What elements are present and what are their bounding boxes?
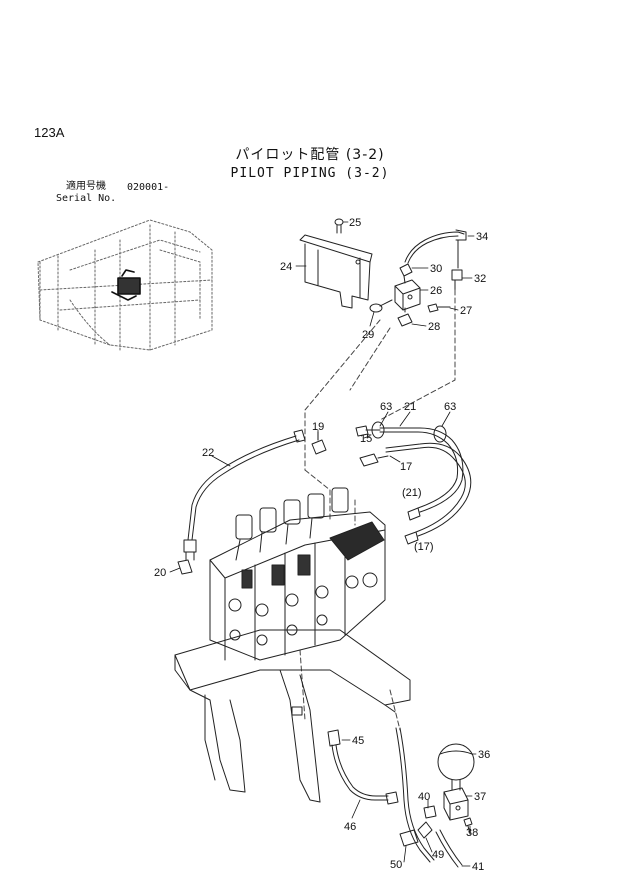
callout-19: 19: [312, 421, 324, 433]
callout-28: 28: [428, 321, 440, 333]
clamp-50: [399, 829, 419, 847]
serial-label-japanese: 適用号機: [66, 181, 106, 192]
callout-37: 37: [474, 791, 486, 803]
fitting-40: [423, 805, 437, 819]
clamp-63-left: [371, 421, 385, 439]
callout-20: 20: [154, 567, 166, 579]
callout-41: 41: [472, 861, 484, 873]
valve-block-26: [394, 279, 421, 311]
diagram-title-english: PILOT PIPING (3-2): [230, 166, 390, 181]
callout-34: 34: [476, 231, 488, 243]
fitting-28: [397, 307, 413, 327]
callout-63-left: 63: [380, 401, 392, 413]
fitting-45: [327, 729, 341, 747]
callout-30: 30: [430, 263, 442, 275]
callout-21: 21: [404, 401, 416, 413]
callout-49: 49: [432, 849, 444, 861]
callout-26: 26: [430, 285, 442, 297]
bracket-24: [299, 234, 373, 309]
fitting-20: [177, 559, 193, 575]
hose-17: [385, 442, 472, 545]
callout-38: 38: [466, 827, 478, 839]
hose-21: [379, 427, 464, 521]
callout-leaders: [169, 221, 477, 867]
frame: [174, 629, 411, 803]
callout-17: 17: [400, 461, 412, 473]
callout-40: 40: [418, 791, 430, 803]
callout-45: 45: [352, 735, 364, 747]
leader-lines: [299, 289, 456, 731]
diagram-title-japanese: パイロット配管 (3-2): [235, 147, 385, 163]
callout-22: 22: [202, 447, 214, 459]
callout-27: 27: [460, 305, 472, 317]
hose-22: [183, 429, 306, 561]
callout-21-ref: (21): [402, 487, 422, 499]
callout-63-right: 63: [444, 401, 456, 413]
bolt-27: [427, 303, 451, 313]
callout-17-ref: (17): [414, 541, 434, 553]
callout-15: 15: [360, 433, 372, 445]
callout-numbers: 25 34 24 30 32 26 27 28 29 63 21 63 19 1…: [154, 217, 490, 873]
fitting-17: [359, 453, 389, 467]
hose-41: [395, 727, 463, 868]
callout-36: 36: [478, 749, 490, 761]
fitting-30: [399, 263, 413, 284]
fitting-15: [355, 425, 381, 437]
locator-highlight: [111, 269, 141, 301]
callout-46: 46: [344, 821, 356, 833]
callout-50: 50: [390, 859, 402, 871]
serial-value: 020001-: [127, 182, 170, 193]
serial-label-english: Serial No.: [56, 193, 117, 204]
page-code: 123A: [34, 125, 65, 140]
accumulator-36: [437, 743, 475, 791]
fitting-29: [369, 299, 393, 313]
bolt-38: [463, 817, 473, 835]
control-valve: [209, 487, 386, 661]
callout-32: 32: [474, 273, 486, 285]
callout-29: 29: [362, 329, 374, 341]
bolt-25: [334, 218, 344, 234]
callout-24: 24: [280, 261, 292, 273]
fitting-32: [451, 269, 463, 293]
hose-46: [331, 744, 399, 805]
fitting-19: [311, 431, 327, 455]
callout-25: 25: [349, 217, 361, 229]
clamp-63-right: [433, 425, 447, 443]
fitting-49: [417, 821, 433, 839]
hose-34: [404, 229, 467, 269]
block-37: [443, 787, 469, 821]
